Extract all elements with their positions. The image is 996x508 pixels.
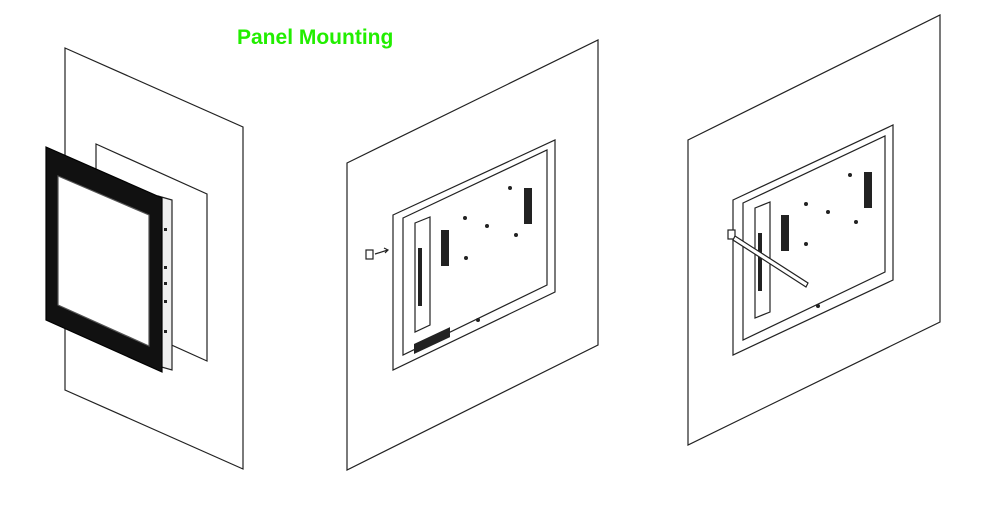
step-1-insert-monitor (45, 47, 244, 470)
mounting-clip (365, 249, 374, 260)
step-2-attach-clips (346, 39, 599, 471)
vents (414, 186, 532, 354)
step-3-tighten-clips (687, 14, 941, 446)
diagram-title: Panel Mounting (237, 26, 394, 49)
arrow-icon (374, 247, 390, 255)
vents (758, 172, 872, 308)
monitor-screen (57, 175, 150, 347)
side-screws (164, 228, 167, 333)
monitor-back (742, 135, 886, 341)
screwdriver-icon (732, 235, 809, 288)
mounting-clip (727, 229, 736, 240)
side-box (414, 216, 431, 333)
monitor-back (402, 149, 548, 356)
